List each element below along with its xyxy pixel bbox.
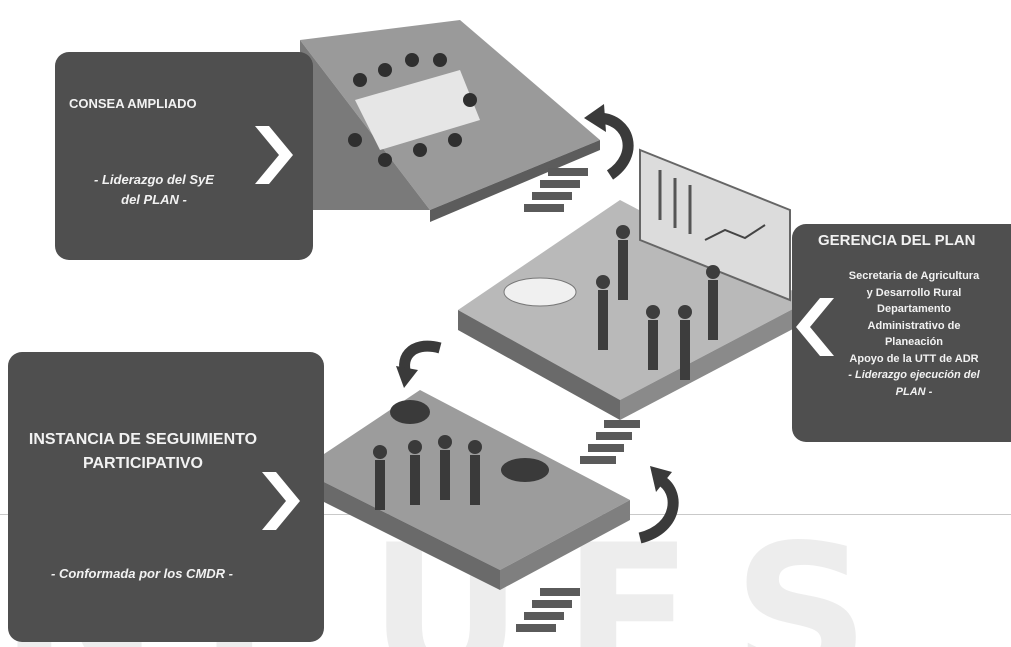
- instancia-subtitle: - Conformada por los CMDR -: [51, 566, 233, 581]
- gerencia-italic-line2: PLAN -: [895, 385, 933, 398]
- gerencia-line: Secretaria de Agricultura: [848, 270, 980, 282]
- chevron-right-icon: [255, 126, 293, 184]
- instancia-title: INSTANCIA DE SEGUIMIENTO PARTICIPATIVO: [18, 428, 268, 476]
- gerencia-title: GERENCIA DEL PLAN: [818, 232, 976, 249]
- consea-subtitle: - Liderazgo del SyE del PLAN -: [79, 170, 229, 210]
- consea-subtitle-line2: del PLAN -: [121, 192, 187, 207]
- cycle-arrow-left: [396, 340, 442, 388]
- floor-planning-office: [458, 148, 810, 464]
- gerencia-body: Secretaria de Agricultura y Desarrollo R…: [816, 268, 1011, 400]
- gerencia-line: Administrativo de: [867, 319, 961, 332]
- cycle-arrow-bottom: [638, 466, 679, 544]
- panel-consea-ampliado: CONSEA AMPLIADO - Liderazgo del SyE del …: [55, 52, 313, 260]
- chevron-left-icon: [796, 298, 834, 356]
- chevron-right-icon: [262, 472, 300, 530]
- consea-title: CONSEA AMPLIADO: [69, 96, 197, 111]
- instancia-title-line2: PARTICIPATIVO: [83, 455, 203, 472]
- panel-gerencia-del-plan: GERENCIA DEL PLAN Secretaria de Agricult…: [792, 224, 1011, 442]
- consea-subtitle-line1: - Liderazgo del SyE: [94, 172, 214, 187]
- cycle-arrow-top: [584, 104, 634, 180]
- gerencia-italic-line1: - Liderazgo ejecución del: [848, 369, 980, 381]
- gerencia-line: Apoyo de la UTT de ADR: [849, 352, 979, 365]
- instancia-title-line1: INSTANCIA DE SEGUIMIENTO: [28, 431, 258, 448]
- gerencia-line: Planeación: [884, 336, 944, 348]
- gerencia-line: y Desarrollo Rural: [866, 286, 962, 299]
- panel-instancia-seguimiento: INSTANCIA DE SEGUIMIENTO PARTICIPATIVO -…: [8, 352, 324, 642]
- gerencia-line: Departamento: [877, 303, 951, 315]
- floor-participatory: [300, 390, 630, 632]
- floor-meeting-room: [300, 20, 600, 222]
